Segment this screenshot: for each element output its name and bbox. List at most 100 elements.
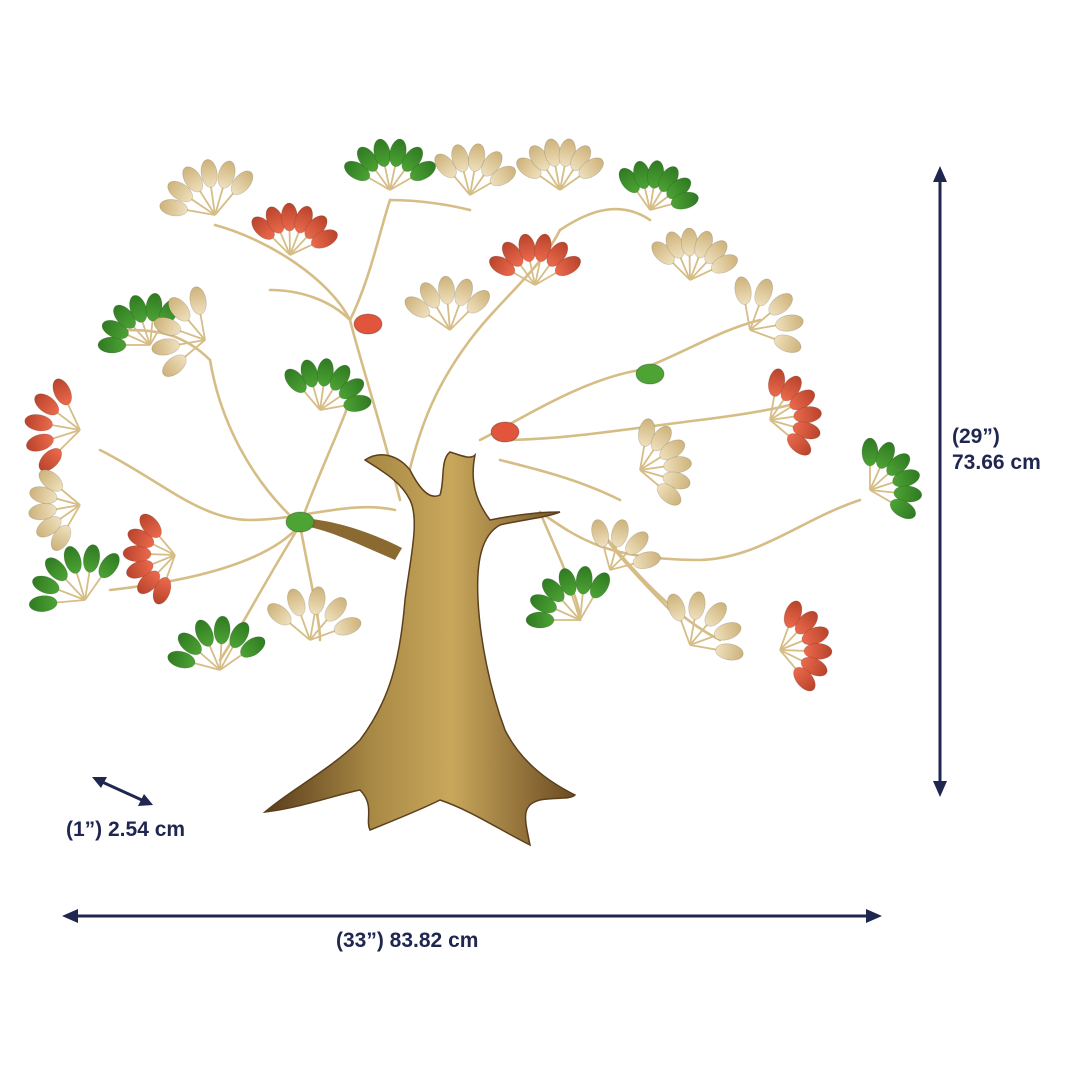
bird (285, 511, 315, 533)
leaf (792, 421, 821, 440)
leaf (662, 471, 691, 490)
leaf (217, 160, 236, 189)
width-label: (33”) 83.82 cm (336, 929, 479, 952)
leaf (152, 576, 172, 605)
leaf (713, 622, 742, 641)
leaf (525, 611, 555, 629)
leaf (554, 255, 582, 277)
leaf (151, 338, 180, 356)
leaf (625, 531, 649, 555)
leaf (783, 600, 803, 629)
leaf (768, 293, 793, 316)
leaf (434, 153, 457, 179)
leaf (24, 414, 53, 432)
leaf (284, 368, 307, 394)
branch (403, 338, 472, 492)
leaf (177, 632, 203, 656)
leaf (454, 278, 473, 307)
branch (348, 198, 392, 322)
leaf (167, 180, 194, 203)
tree-wall-art-image (24, 138, 923, 847)
leaf (667, 593, 686, 622)
leaf (466, 289, 491, 314)
birds (285, 313, 665, 533)
leaf (793, 666, 816, 692)
leaf (438, 275, 455, 305)
leaf (189, 286, 207, 315)
leaf (663, 456, 692, 474)
leaf (82, 544, 101, 573)
leaf (338, 378, 365, 400)
leaf (389, 138, 407, 168)
branch (468, 228, 562, 342)
leaf (167, 650, 196, 669)
width-dimension-arrow (62, 909, 882, 923)
branch (298, 398, 352, 527)
leaves (24, 138, 923, 692)
leaf (29, 486, 58, 505)
leaf (162, 354, 187, 377)
leaf (467, 143, 486, 172)
branch (388, 198, 472, 212)
leaf (710, 254, 738, 274)
leaf (704, 602, 727, 627)
leaf (287, 588, 306, 617)
leaf (50, 524, 72, 552)
leaf (310, 229, 338, 249)
branch (498, 403, 792, 442)
branch (218, 523, 302, 662)
leaf (501, 241, 524, 267)
leaf (734, 276, 752, 305)
leaf (98, 552, 120, 579)
leaf (343, 394, 372, 413)
leaf (194, 619, 214, 647)
leaf (373, 138, 391, 168)
leaf (168, 297, 191, 322)
leaf (481, 151, 503, 177)
leaf (136, 570, 161, 595)
leaf (534, 233, 552, 263)
branch (208, 358, 302, 527)
leaf (38, 469, 64, 492)
leaf (153, 317, 182, 336)
leaf (28, 595, 58, 613)
leaf (308, 586, 326, 615)
leaf (356, 146, 379, 172)
leaf (409, 160, 437, 182)
depth-label: (1”) 2.54 cm (66, 818, 186, 841)
leaf (316, 358, 334, 387)
leaf (558, 568, 577, 596)
leaf (632, 551, 661, 570)
leaf (129, 294, 148, 323)
leaf (145, 292, 163, 322)
leaf (578, 157, 604, 179)
leaf (861, 437, 879, 467)
leaf (518, 233, 536, 263)
height-inches-text: (29”) (952, 425, 1000, 448)
branch (98, 448, 397, 522)
branch (268, 288, 352, 322)
branches (98, 198, 862, 662)
leaf (793, 406, 822, 424)
leaf (886, 453, 911, 477)
leaf (200, 159, 218, 188)
bird (353, 313, 383, 335)
leaf (801, 626, 829, 646)
branch (638, 318, 762, 372)
leaf (139, 513, 162, 539)
leaf (715, 643, 744, 661)
bird (635, 363, 665, 385)
height-dimension-arrow (933, 166, 947, 797)
leaf (451, 144, 470, 173)
leaf (589, 572, 611, 599)
leaf (229, 621, 250, 649)
leaf (230, 170, 254, 196)
leaf (52, 378, 73, 406)
leaf (541, 578, 565, 603)
leaf (240, 636, 266, 658)
branch (558, 207, 652, 232)
tree-trunk (262, 451, 577, 847)
leaf (404, 296, 430, 318)
leaf (213, 615, 231, 645)
branch (538, 498, 862, 562)
